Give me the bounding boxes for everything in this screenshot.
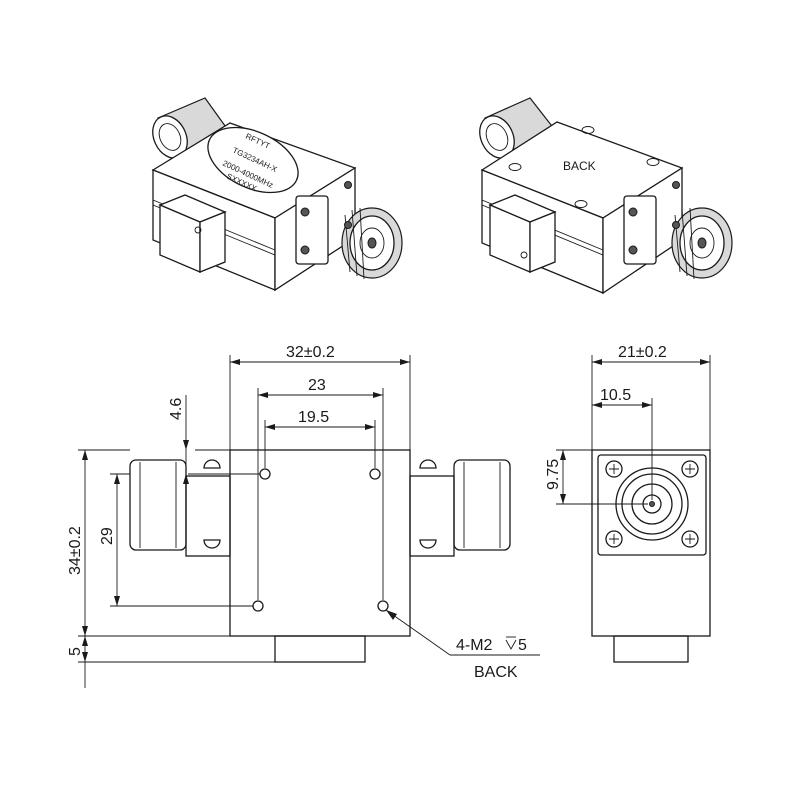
depth-symbol-icon xyxy=(505,636,517,650)
right-connector xyxy=(409,459,511,557)
callout-side: BACK xyxy=(474,664,518,681)
side-body-outline xyxy=(591,449,711,637)
callout-depth: 5 xyxy=(518,637,527,654)
front-connector-back xyxy=(623,195,733,280)
dim-bottom-offset: 5 xyxy=(67,647,84,656)
side-bottom-tab xyxy=(613,635,689,663)
mount-hole-icon xyxy=(252,600,264,612)
mounting-block xyxy=(158,194,227,273)
side-orthographic-view: 21±0.2 10.5 9.75 xyxy=(545,344,711,663)
isometric-back-view: BACK xyxy=(479,97,733,295)
flange-screw-icon xyxy=(605,460,623,478)
callout-hole-spec: 4-M2 xyxy=(456,637,493,654)
dim-edge-offset: 4.6 xyxy=(168,398,185,420)
mounting-block-back xyxy=(488,194,557,273)
mount-hole-icon xyxy=(377,600,389,612)
flange-screw-icon xyxy=(605,530,623,548)
mount-hole-icon xyxy=(574,200,588,208)
rear-connector-back xyxy=(479,97,556,159)
dim-hole-vertical: 29 xyxy=(99,527,116,545)
back-label: BACK xyxy=(563,159,596,173)
dim-hole-outer: 23 xyxy=(308,377,326,394)
flange-screw-icon xyxy=(681,530,699,548)
dim-side-width: 21±0.2 xyxy=(618,344,667,361)
mount-hole-icon xyxy=(369,468,381,480)
label-oval xyxy=(207,126,299,194)
mount-hole-icon xyxy=(508,163,522,171)
mount-hole-icon xyxy=(581,126,595,134)
mount-hole-icon xyxy=(646,158,660,166)
dim-connector-y: 9.75 xyxy=(545,459,562,490)
mount-hole-icon xyxy=(259,468,271,480)
front-orthographic-view: 32±0.2 23 19.5 4.6 34±0.2 xyxy=(67,344,540,688)
flange-screw-icon xyxy=(681,460,699,478)
dim-body-height: 34±0.2 xyxy=(67,526,84,575)
dim-connector-x: 10.5 xyxy=(600,387,631,404)
bottom-tab xyxy=(274,635,366,663)
dim-body-width: 32±0.2 xyxy=(286,344,335,361)
left-connector xyxy=(129,459,231,557)
front-connector xyxy=(295,195,403,280)
isometric-front-view: RFTYT TG3234AH-X 2000-4000MHz SXXXXX xyxy=(151,97,403,292)
dim-hole-inner: 19.5 xyxy=(298,409,329,426)
